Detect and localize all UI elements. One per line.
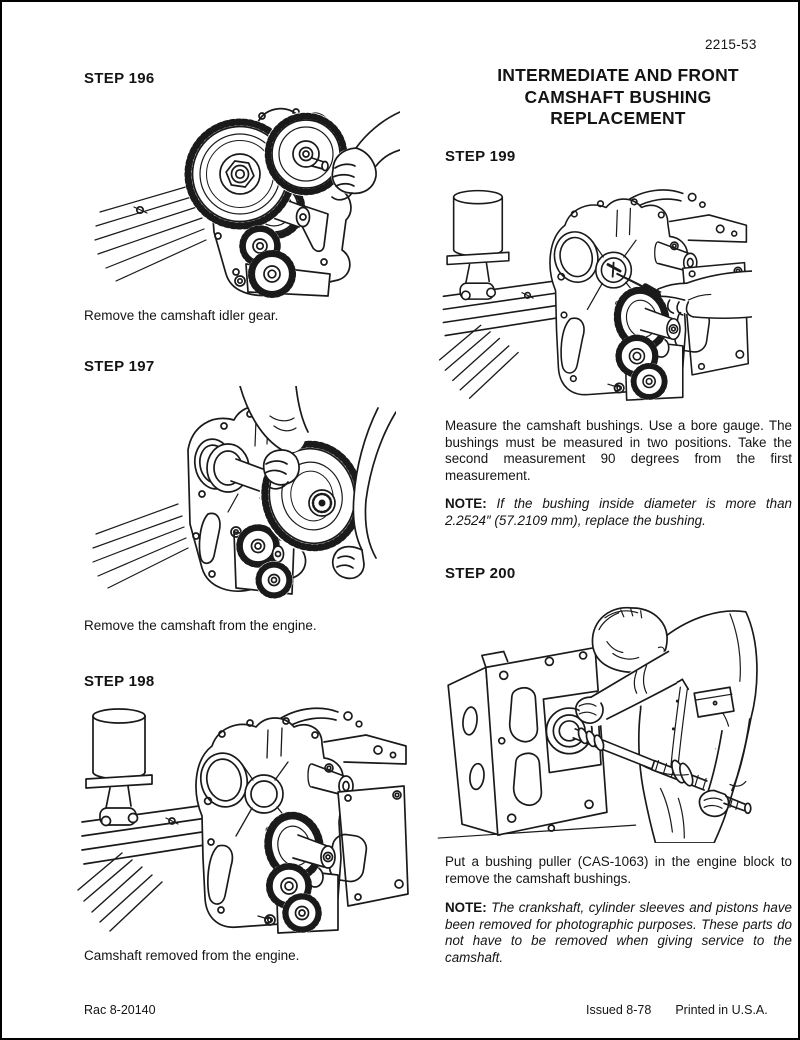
step-200-note: NOTE: The crankshaft, cylinder sleeves a… (445, 900, 792, 966)
note-body: The crankshaft, cylinder sleeves and pis… (445, 900, 792, 965)
footer-publication-code: Rac 8-20140 (84, 1003, 156, 1017)
step-198-caption: Camshaft removed from the engine. (84, 948, 300, 963)
page-number: 2215-53 (705, 37, 757, 52)
step-196-figure (94, 107, 400, 298)
note-label: NOTE: (445, 900, 487, 915)
note-body: If the bushing inside diameter is more t… (445, 496, 792, 528)
step-199-note: NOTE: If the bushing inside diameter is … (445, 496, 792, 529)
step-198-figure (72, 700, 412, 938)
step-196-heading: STEP 196 (84, 70, 155, 87)
step-199-figure (434, 182, 752, 405)
step-200-body: Put a bushing puller (CAS-1063) in the e… (445, 854, 792, 886)
step-197-heading: STEP 197 (84, 358, 155, 375)
step-197-caption: Remove the camshaft from the engine. (84, 618, 317, 633)
step-199-body: Measure the camshaft bushings. Use a bor… (445, 418, 792, 483)
section-title: INTERMEDIATE AND FRONT CAMSHAFT BUSHING … (444, 65, 792, 130)
note-label: NOTE: (445, 496, 487, 511)
step-197-figure (92, 386, 396, 599)
section-title-line: CAMSHAFT BUSHING (524, 86, 712, 107)
step-200-heading: STEP 200 (445, 565, 516, 582)
footer-printed: Printed in U.S.A. (675, 1003, 768, 1017)
footer-right: Issued 8-78 Printed in U.S.A. (586, 1003, 768, 1017)
section-title-line: INTERMEDIATE AND FRONT (497, 65, 739, 85)
step-200-figure (437, 607, 758, 843)
step-196-caption: Remove the camshaft idler gear. (84, 308, 279, 323)
footer-issued: Issued 8-78 (586, 1003, 652, 1017)
step-198-heading: STEP 198 (84, 673, 155, 690)
step-199-heading: STEP 199 (445, 148, 516, 165)
section-title-line: REPLACEMENT (550, 108, 686, 128)
